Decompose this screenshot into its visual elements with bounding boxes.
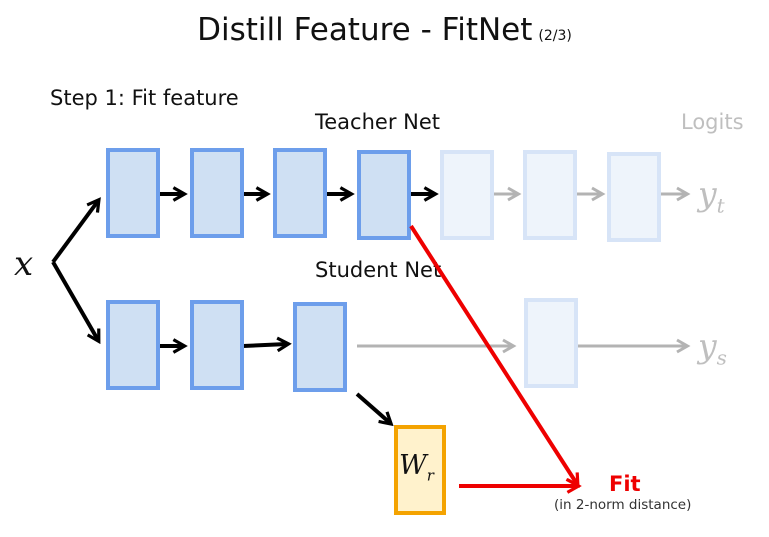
teacher-layer-4 [357, 150, 411, 240]
student-layer-4 [524, 298, 578, 388]
input-to-teacher-arrow [51, 197, 101, 264]
regressor-sub: r [426, 466, 434, 485]
student-layer-2 [190, 300, 244, 390]
teacher-layer-3 [273, 148, 327, 238]
title-main: Distill Feature - FitNet [197, 12, 533, 48]
teacher-layer-6 [523, 150, 577, 240]
teacher-layer-5 [440, 150, 494, 240]
teacher-to-fit-arrow [409, 224, 580, 489]
teacher-output-sub: t [716, 193, 725, 218]
student-output-sub: s [716, 345, 727, 370]
teacher-layer-7 [607, 152, 661, 242]
regressor-symbol: Wr [399, 450, 434, 484]
teacher-layer-1 [106, 148, 160, 238]
student-arrow-2 [242, 336, 292, 353]
teacher-net-label: Teacher Net [315, 110, 440, 134]
title-page-indicator: (2/3) [538, 28, 572, 44]
student-net-label: Student Net [315, 258, 442, 282]
input-symbol: x [14, 244, 34, 284]
teacher-output-symbol: yt [698, 174, 725, 218]
student-layer-1 [106, 300, 160, 390]
fit-note: (in 2-norm distance) [554, 497, 692, 513]
step-label: Step 1: Fit feature [50, 86, 239, 110]
teacher-output-base: y [698, 174, 717, 213]
input-to-student-arrow [51, 261, 101, 345]
logits-label: Logits [681, 110, 744, 134]
student-to-regressor-arrow [355, 392, 394, 427]
fit-label: Fit [609, 472, 641, 496]
teacher-layer-2 [190, 148, 244, 238]
student-layer-3 [293, 302, 347, 392]
student-output-symbol: ys [698, 326, 727, 370]
regressor-block [394, 425, 446, 515]
student-output-base: y [698, 326, 717, 365]
page-title: Distill Feature - FitNet (2/3) [0, 12, 769, 48]
regressor-base: W [399, 450, 427, 481]
